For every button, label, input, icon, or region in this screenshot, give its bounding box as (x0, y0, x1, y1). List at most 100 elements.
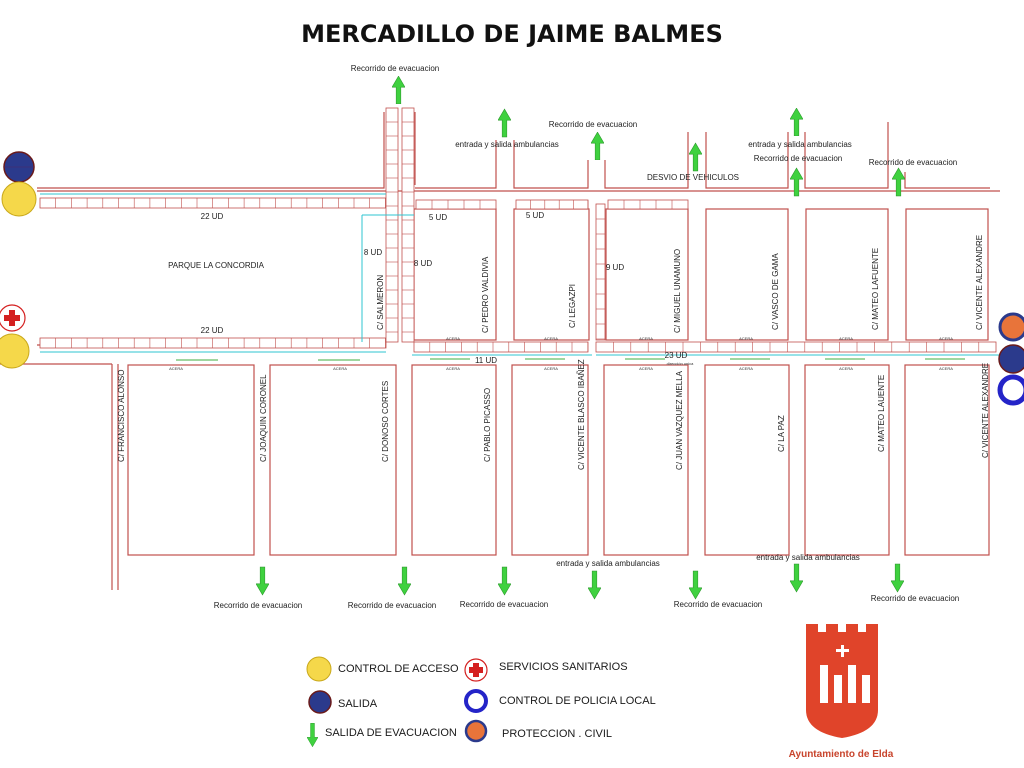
civil-protection-icon (464, 719, 488, 743)
green-arrow-down-icon (307, 723, 318, 747)
yellow-circle-icon (1, 181, 37, 217)
acera-label: ACERA (639, 366, 653, 371)
desvio-label: DESVIO DE VEHICULOS (647, 173, 739, 182)
green-arrow-up-icon (392, 76, 405, 104)
acera-label: ACERA (939, 336, 953, 341)
left-markers (0, 151, 37, 369)
evac-label: Recorrido de evacuacion (869, 158, 958, 167)
acera-label: ACERA (544, 336, 558, 341)
street-miguel-unamuno: C/ MIGUEL UNAMUNO (673, 249, 682, 333)
acera-label: ACERA (333, 366, 347, 371)
acera-label: ACERA (839, 366, 853, 371)
street-mateo-lafuente: C/ MATEO LAFUENTE (871, 248, 880, 330)
parque-label: PARQUE LA CONCORDIA (168, 261, 265, 270)
street-juan-vazquez-mella: C/ JUAN VAZQUEZ MELLA (675, 370, 684, 470)
street-mateo-lauente: C/ MATEO LAUENTE (877, 375, 886, 452)
acera-label: ACERA (839, 336, 853, 341)
acera-label: ACERA (939, 366, 953, 371)
street-francisco-alonso: C/ FRANCISCO ALONSO (117, 370, 126, 462)
legend-salida-evacuacion: SALIDA DE EVACUACION (325, 727, 457, 739)
legend-control-policia: CONTROL DE POLICIA LOCAL (499, 695, 656, 707)
ambulance-label: entrada y salida ambulancias (556, 559, 660, 568)
green-arrow-up-icon (892, 167, 905, 197)
count-unamuno: 9 UD (606, 263, 624, 272)
evac-label: Recorrido de evacuacion (674, 600, 763, 609)
green-arrow-down-icon (398, 566, 411, 596)
count-lower-mid: 11 UD (475, 356, 497, 365)
yellow-circle-icon (0, 333, 30, 369)
upper-blocks (413, 208, 989, 341)
blue-circle-icon (998, 344, 1024, 374)
street-legazpi: C/ LEGAZPI (568, 284, 577, 328)
green-arrow-up-icon (790, 167, 803, 197)
street-vasco-de-gama: C/ VASCO DE GAMA (771, 253, 780, 330)
police-circle-icon (464, 689, 488, 713)
green-arrow-down-icon (891, 563, 904, 593)
acera-label: ACERA (639, 336, 653, 341)
acera-label: ACERA (169, 366, 183, 371)
street-names-upper: C/ SALMERON C/ PEDRO VALDIVIA C/ LEGAZPI… (376, 235, 984, 333)
green-arrow-up-icon (591, 132, 604, 160)
logo-text: Ayuntamiento de Elda (789, 749, 894, 760)
legend: CONTROL DE ACCESO SALIDA SALIDA DE EVACU… (306, 656, 656, 747)
green-arrow-up-icon (689, 142, 702, 172)
green-arrow-up-icon (790, 108, 803, 136)
acera-label: ACERA (446, 366, 460, 371)
evac-label: Recorrido de evacuacion (754, 154, 843, 163)
walkway-lines (40, 193, 1000, 356)
map-title: MERCADILLO DE JAIME BALMES (301, 20, 723, 48)
legend-proteccion-civil: PROTECCION . CIVIL (502, 728, 612, 740)
street-pablo-picasso: C/ PABLO PICASSO (483, 388, 492, 462)
direccion-label: dirección unica (667, 361, 694, 366)
acera-label: ACERA (544, 366, 558, 371)
yellow-circle-icon (306, 656, 332, 682)
legend-control-acceso: CONTROL DE ACCESO (338, 663, 459, 675)
count-legazpi: 5 UD (526, 211, 544, 220)
count-pedro: 5 UD (429, 213, 447, 222)
civil-protection-icon (998, 312, 1024, 342)
count-salmeron-left: 8 UD (364, 248, 382, 257)
ambulance-label: entrada y salida ambulancias (455, 140, 559, 149)
elda-castle-logo: Ayuntamiento de Elda (789, 624, 894, 760)
acera-label: ACERA (739, 336, 753, 341)
street-pedro-valdivia: C/ PEDRO VALDIVIA (481, 256, 490, 333)
street-vicente-blasco-ibanez: C/ VICENTE BLASCO IBAÑEZ (577, 359, 586, 470)
street-joaquin-coronel: C/ JOAQUIN CORONEL (259, 374, 268, 462)
stall-counts: 22 UD 22 UD 8 UD 8 UD 5 UD 5 UD 9 UD 11 … (201, 211, 688, 365)
stall-column-salmeron (385, 107, 415, 343)
evac-label: Recorrido de evacuacion (351, 64, 440, 73)
legend-servicios-sanitarios: SERVICIOS SANITARIOS (499, 661, 628, 673)
blue-circle-icon (308, 690, 332, 714)
acera-label: ACERA (446, 336, 460, 341)
green-arrow-down-icon (790, 563, 803, 593)
stall-row-pedro (415, 199, 689, 341)
street-donoso-cortes: C/ DONOSO CORTES (381, 381, 390, 462)
count-lower-right: 23 UD (665, 351, 688, 360)
evac-label: Recorrido de evacuacion (460, 600, 549, 609)
evacuation-top: Recorrido de evacuacion Recorrido de eva… (351, 64, 958, 197)
green-arrow-down-icon (256, 566, 269, 596)
evac-label: Recorrido de evacuacion (871, 594, 960, 603)
right-markers (997, 312, 1024, 406)
count-top-row: 22 UD (201, 212, 224, 221)
count-bottom-row: 22 UD (201, 326, 224, 335)
acera-label: ACERA (739, 366, 753, 371)
evac-label: Recorrido de evacuacion (549, 120, 638, 129)
evac-label: Recorrido de evacuacion (214, 601, 303, 610)
street-vicente-alexandre-lower: C/ VICENTE ALEXANDRE (981, 363, 990, 458)
legend-salida: SALIDA (338, 698, 378, 710)
stall-row-lower (413, 341, 997, 353)
green-arrow-down-icon (689, 570, 702, 600)
green-arrow-up-icon (498, 108, 511, 138)
green-arrow-down-icon (498, 566, 511, 596)
police-circle-icon (997, 374, 1024, 406)
street-la-paz: C/ LA PAZ (777, 415, 786, 452)
ambulance-label: entrada y salida ambulancias (756, 553, 860, 562)
ambulance-label: entrada y salida ambulancias (748, 140, 852, 149)
lower-blocks (127, 364, 990, 556)
acera-labels: ACERA ACERA ACERA ACERA ACERA ACERA ACER… (169, 336, 953, 371)
evac-label: Recorrido de evacuacion (348, 601, 437, 610)
street-vicente-alexandre: C/ VICENTE ALEXANDRE (975, 235, 984, 330)
green-marks (176, 358, 965, 361)
